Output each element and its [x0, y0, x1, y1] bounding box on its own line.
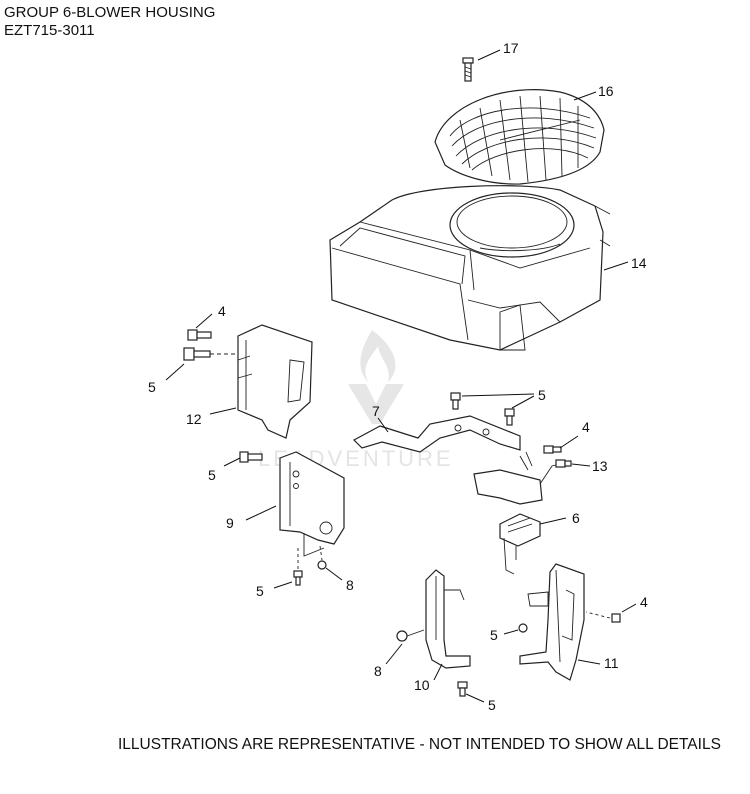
bolt-part-5-right	[518, 623, 528, 633]
callout-4-top-left: 4	[218, 303, 226, 319]
side-shield-part-9	[279, 451, 345, 557]
bracket-part-7	[353, 415, 521, 453]
flame-logo-icon	[360, 330, 396, 382]
bolt-part-5-bottom	[457, 681, 468, 697]
grille-cover-part-16	[434, 89, 605, 185]
callout-13: 13	[592, 458, 608, 474]
screw-part-17	[462, 57, 474, 82]
disclaimer-note: ILLUSTRATIONS ARE REPRESENTATIVE - NOT I…	[118, 736, 721, 753]
callout-5-right: 5	[490, 627, 498, 643]
baffle-part-11	[519, 563, 585, 681]
bolt-part-5-left	[183, 347, 236, 361]
blower-housing-part-14	[329, 185, 611, 351]
callout-6: 6	[572, 510, 580, 526]
bolt-part-5-near-9	[239, 451, 263, 463]
callout-12: 12	[186, 411, 202, 427]
callout-5-top-left: 5	[148, 379, 156, 395]
callout-5-mid-left: 5	[208, 467, 216, 483]
callout-5-lower-left: 5	[256, 583, 264, 599]
bolt-part-5-center-b	[504, 408, 515, 426]
mount-bracket-assembly	[473, 451, 561, 505]
callout-10: 10	[414, 677, 430, 693]
shroud-part-12	[237, 324, 313, 439]
bolt-part-5-center-a	[450, 392, 461, 410]
bolt-part-13	[555, 459, 572, 468]
model-number: EZT715-3011	[4, 22, 95, 39]
nut-part-8-left	[317, 545, 327, 570]
callout-9: 9	[226, 515, 234, 531]
callout-8-left: 8	[346, 577, 354, 593]
bolt-part-4-right	[585, 611, 621, 623]
bolt-part-4-left	[187, 329, 212, 341]
nut-part-8-bottom	[396, 629, 425, 642]
baffle-part-10	[425, 569, 471, 669]
callout-5-bottom: 5	[488, 697, 496, 713]
callout-8-bottom: 8	[374, 663, 382, 679]
diagram-title: GROUP 6-BLOWER HOUSING	[4, 4, 216, 21]
callout-5-center: 5	[538, 387, 546, 403]
callout-4-center: 4	[582, 419, 590, 435]
callout-16: 16	[598, 83, 614, 99]
bolt-part-5-lower-left	[293, 548, 303, 586]
mount-part-6	[499, 513, 541, 575]
callout-4-right: 4	[640, 594, 648, 610]
callout-17: 17	[503, 40, 519, 56]
callout-11: 11	[604, 655, 619, 671]
callout-14: 14	[631, 255, 647, 271]
callout-7: 7	[372, 403, 380, 419]
bolt-part-4-center	[543, 445, 562, 454]
